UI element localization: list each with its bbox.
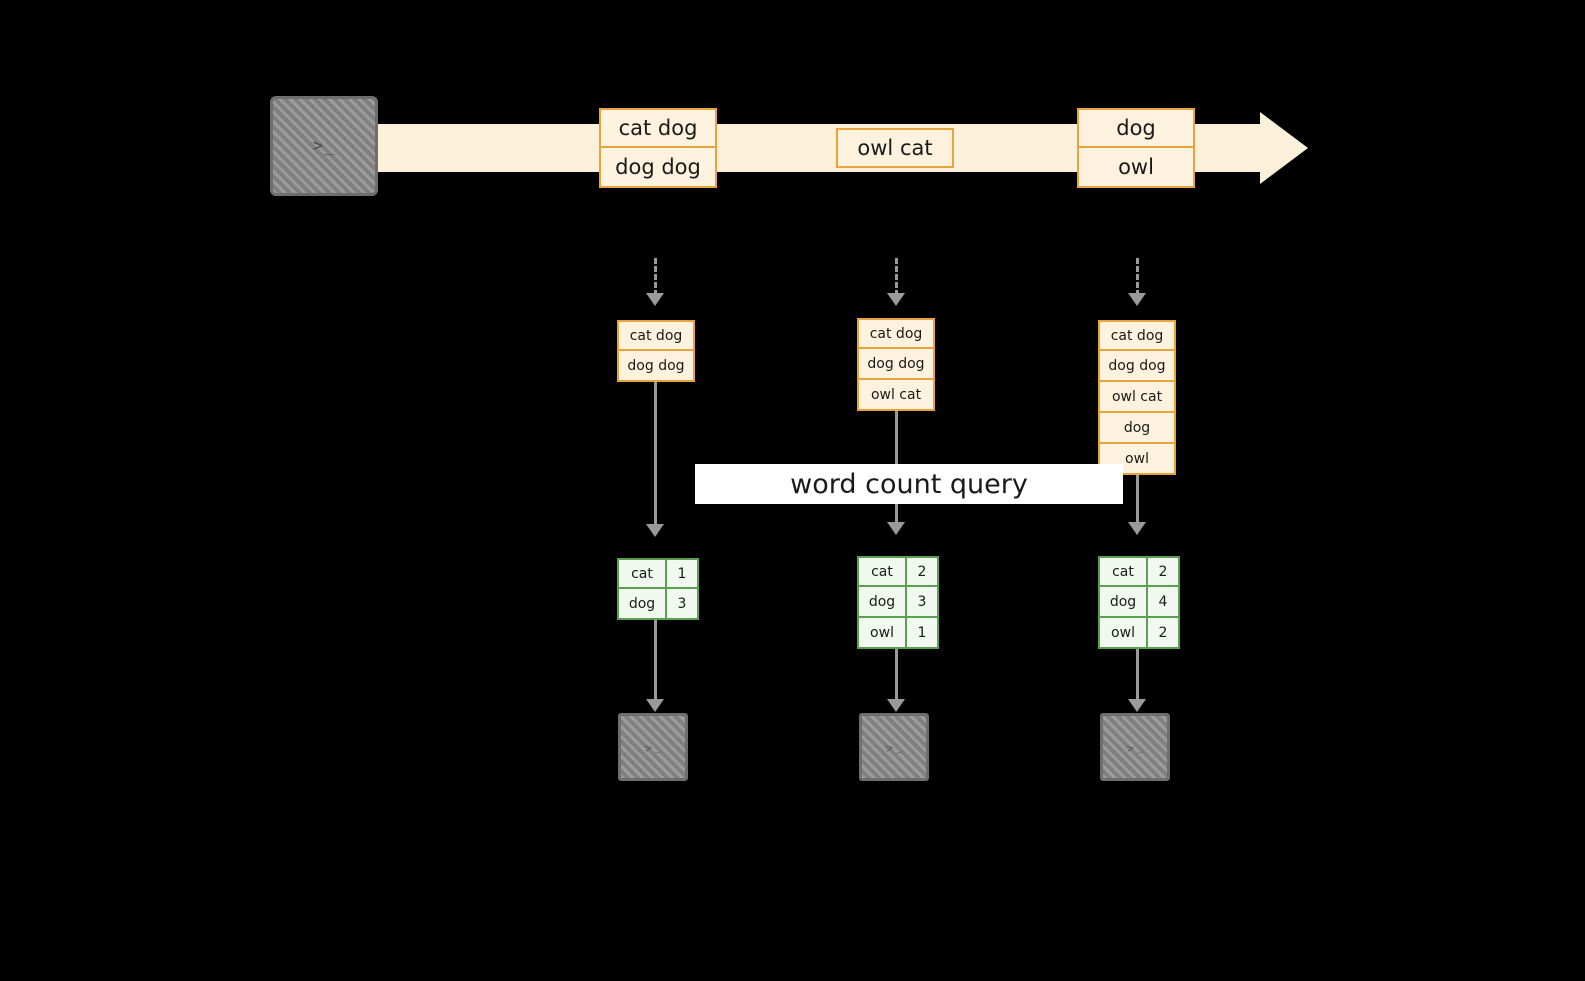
stage-record: cat dog <box>1098 320 1176 351</box>
terminal-prompt-icon: >_ <box>312 136 336 156</box>
source-console[interactable]: >_ <box>270 96 378 196</box>
query-banner-label: word count query <box>790 468 1028 500</box>
result-word: dog <box>1098 587 1148 618</box>
result-word: cat <box>857 556 907 587</box>
stage-record: owl cat <box>857 380 935 411</box>
table-row: cat 2 <box>1098 556 1180 587</box>
stage-3-sink-connector <box>1136 649 1139 702</box>
stream-record-group-3: dog owl <box>1077 108 1195 188</box>
stage-1-dashed-connector <box>654 258 657 296</box>
stage-1-result-table: cat 1 dog 3 <box>617 558 699 620</box>
result-count: 3 <box>667 589 699 620</box>
result-word: cat <box>1098 556 1148 587</box>
stage-1-sink-arrowhead-icon <box>646 699 664 712</box>
result-count: 4 <box>1148 587 1180 618</box>
result-word: owl <box>857 618 907 649</box>
result-word: dog <box>857 587 907 618</box>
stage-3-query-connector <box>1136 475 1139 525</box>
stage-1-query-connector <box>654 382 657 527</box>
result-count: 1 <box>907 618 939 649</box>
terminal-prompt-icon: >_ <box>884 738 904 756</box>
stream-arrow-head-icon <box>1260 112 1308 184</box>
stage-2-dashed-arrowhead-icon <box>887 293 905 306</box>
result-word: dog <box>617 589 667 620</box>
stage-3-query-arrowhead-icon <box>1128 522 1146 535</box>
stage-2-result-table: cat 2 dog 3 owl 1 <box>857 556 939 649</box>
stage-1-dashed-arrowhead-icon <box>646 293 664 306</box>
table-row: dog 4 <box>1098 587 1180 618</box>
table-row: owl 1 <box>857 618 939 649</box>
stage-3-result-table: cat 2 dog 4 owl 2 <box>1098 556 1180 649</box>
stream-record-group-1: cat dog dog dog <box>599 108 717 188</box>
stream-record: cat dog <box>599 108 717 148</box>
table-row: cat 2 <box>857 556 939 587</box>
result-word: owl <box>1098 618 1148 649</box>
stage-2-input-records: cat dog dog dog owl cat <box>857 318 935 411</box>
stream-record: dog <box>1077 108 1195 148</box>
stage-3-dashed-connector <box>1136 258 1139 296</box>
stage-record: dog dog <box>1098 351 1176 382</box>
result-count: 2 <box>1148 618 1180 649</box>
stage-2-query-arrowhead-icon <box>887 522 905 535</box>
table-row: dog 3 <box>617 589 699 620</box>
stream-record-group-2: owl cat <box>836 128 954 168</box>
stage-1-input-records: cat dog dog dog <box>617 320 695 382</box>
stage-1-query-arrowhead-icon <box>646 524 664 537</box>
stage-3-dashed-arrowhead-icon <box>1128 293 1146 306</box>
table-row: dog 3 <box>857 587 939 618</box>
stage-record: cat dog <box>617 320 695 351</box>
stream-record: owl <box>1077 148 1195 188</box>
stage-record: cat dog <box>857 318 935 349</box>
stage-3-sink-console[interactable]: >_ <box>1100 713 1170 781</box>
stage-2-sink-connector <box>895 649 898 702</box>
stage-3-sink-arrowhead-icon <box>1128 699 1146 712</box>
result-count: 2 <box>1148 556 1180 587</box>
result-count: 3 <box>907 587 939 618</box>
stage-2-sink-arrowhead-icon <box>887 699 905 712</box>
result-word: cat <box>617 558 667 589</box>
stage-record: dog dog <box>617 351 695 382</box>
stage-1-sink-connector <box>654 620 657 702</box>
stream-record: dog dog <box>599 148 717 188</box>
table-row: owl 2 <box>1098 618 1180 649</box>
result-count: 1 <box>667 558 699 589</box>
stage-2-sink-console[interactable]: >_ <box>859 713 929 781</box>
query-banner: word count query <box>695 464 1123 504</box>
stream-record: owl cat <box>836 128 954 168</box>
stage-record: owl cat <box>1098 382 1176 413</box>
terminal-prompt-icon: >_ <box>643 738 663 756</box>
terminal-prompt-icon: >_ <box>1125 738 1145 756</box>
stage-2-dashed-connector <box>895 258 898 296</box>
stage-record: dog dog <box>857 349 935 380</box>
stage-1-sink-console[interactable]: >_ <box>618 713 688 781</box>
stage-record: dog <box>1098 413 1176 444</box>
stage-3-input-records: cat dog dog dog owl cat dog owl <box>1098 320 1176 475</box>
result-count: 2 <box>907 556 939 587</box>
table-row: cat 1 <box>617 558 699 589</box>
